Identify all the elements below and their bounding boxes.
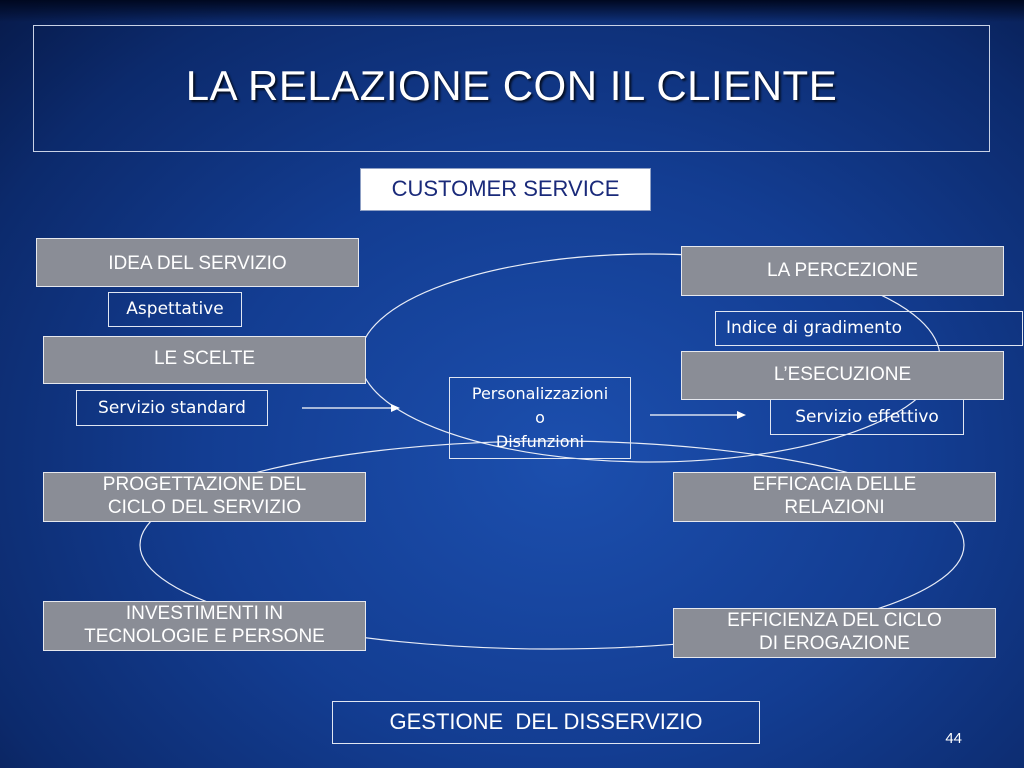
aspettative-label: Aspettative bbox=[126, 299, 224, 320]
servizio-standard-note: Servizio standard bbox=[76, 390, 268, 426]
esecuzione-label: L’ESECUZIONE bbox=[773, 364, 912, 386]
top-shadow-band bbox=[0, 0, 1024, 22]
gestione-disservizio-box: GESTIONE DEL DISSERVIZIO bbox=[332, 701, 760, 744]
le-scelte-label: LE SCELTE bbox=[153, 348, 256, 369]
idea-del-servizio-box: IDEA DEL SERVIZIO bbox=[36, 238, 359, 287]
progettazione-box: PROGETTAZIONE DEL CICLO DEL SERVIZIO bbox=[43, 472, 366, 522]
slide-title: LA RELAZIONE CON IL CLIENTE bbox=[185, 62, 838, 109]
investimenti-line-2: TECNOLOGIE E PERSONE bbox=[84, 626, 325, 647]
aspettative-note: Aspettative bbox=[108, 292, 242, 327]
efficacia-line-1: EFFICACIA DELLE bbox=[752, 474, 917, 496]
investimenti-box: INVESTIMENTI IN TECNOLOGIE E PERSONE bbox=[43, 601, 366, 651]
indice-gradimento-label: Indice di gradimento bbox=[726, 318, 903, 339]
efficacia-box: EFFICACIA DELLE RELAZIONI bbox=[673, 472, 996, 522]
esecuzione-box: L’ESECUZIONE bbox=[681, 351, 1004, 400]
gestione-disservizio-label: GESTIONE DEL DISSERVIZIO bbox=[389, 709, 703, 735]
customer-service-label: CUSTOMER SERVICE bbox=[391, 176, 620, 202]
progettazione-line-2: CICLO DEL SERVIZIO bbox=[107, 497, 302, 518]
servizio-effettivo-note: Servizio effettivo bbox=[770, 399, 964, 435]
customer-service-header: CUSTOMER SERVICE bbox=[360, 168, 651, 211]
efficienza-line-2: DI EROGAZIONE bbox=[759, 633, 910, 654]
la-percezione-label: LA PERCEZIONE bbox=[767, 259, 918, 281]
servizio-standard-label: Servizio standard bbox=[98, 397, 246, 418]
lower-cycle-ellipse bbox=[139, 440, 965, 650]
arrow-head-left bbox=[391, 404, 400, 412]
indice-gradimento-note: Indice di gradimento bbox=[715, 311, 1023, 346]
personalizzazioni-line-2: o bbox=[535, 408, 545, 427]
progettazione-line-1: PROGETTAZIONE DEL bbox=[102, 474, 307, 496]
investimenti-line-1: INVESTIMENTI IN bbox=[125, 603, 284, 625]
title-frame: LA RELAZIONE CON IL CLIENTE bbox=[33, 25, 990, 152]
personalizzazioni-note: Personalizzazioni o Disfunzioni bbox=[449, 377, 631, 459]
personalizzazioni-line-1: Personalizzazioni bbox=[471, 384, 609, 403]
page-number: 44 bbox=[945, 730, 962, 747]
efficacia-line-2: RELAZIONI bbox=[784, 497, 885, 518]
efficienza-line-1: EFFICIENZA DEL CICLO bbox=[727, 610, 942, 632]
efficienza-box: EFFICIENZA DEL CICLO DI EROGAZIONE bbox=[673, 608, 996, 658]
idea-del-servizio-label: IDEA DEL SERVIZIO bbox=[108, 253, 287, 274]
arrow-head-right bbox=[737, 411, 746, 419]
le-scelte-box: LE SCELTE bbox=[43, 336, 366, 384]
personalizzazioni-line-3: Disfunzioni bbox=[495, 432, 585, 451]
la-percezione-box: LA PERCEZIONE bbox=[681, 246, 1004, 296]
servizio-effettivo-label: Servizio effettivo bbox=[795, 406, 939, 427]
